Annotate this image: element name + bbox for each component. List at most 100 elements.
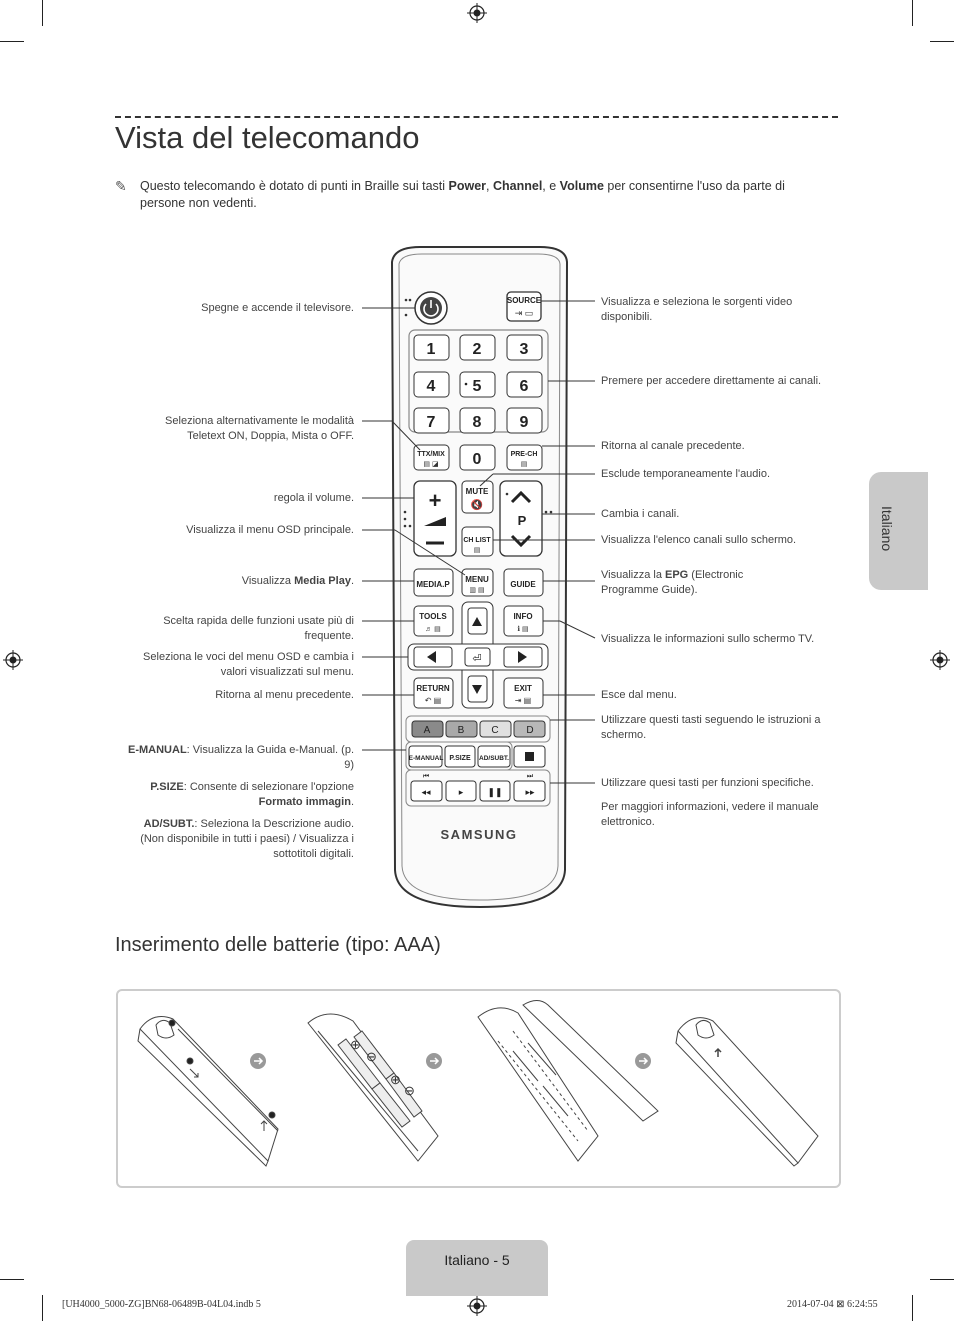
pencil-note-icon: ✎ — [115, 178, 127, 194]
label-source: Visualizza e seleziona le sorgenti video… — [601, 296, 793, 323]
language-side-tab: Italiano — [869, 472, 928, 590]
digit-9-button[interactable]: 9 — [520, 414, 529, 431]
color-c-button[interactable]: C — [491, 725, 498, 736]
battery-insertion-steps: ⊕ ⊖ ⊕ ⊖ — [137, 1000, 819, 1167]
ad-subt-button[interactable]: AD/SUBT. — [479, 755, 509, 762]
rewind-icon[interactable]: ◂◂ — [421, 787, 431, 797]
battery-illustration-box — [116, 989, 841, 1188]
label-media-buttons: Utilizzare quesi tasti per funzioni spec… — [601, 777, 814, 789]
media-p-button[interactable]: MEDIA.P — [416, 580, 450, 589]
label-pre-ch: Ritorna al canale precedente. — [601, 440, 745, 452]
label-power: Spegne e accende il televisore. — [201, 302, 354, 314]
crop-mark — [42, 1295, 43, 1321]
channel-up-icon — [510, 490, 532, 504]
channel-button[interactable]: P — [518, 513, 527, 528]
fast-forward-icon[interactable]: ▸▸ — [525, 787, 535, 797]
crop-mark — [930, 41, 954, 42]
info-button[interactable]: INFO — [513, 612, 532, 621]
page-number-tab: Italiano - 5 — [406, 1240, 548, 1296]
channel-down-icon — [510, 534, 532, 548]
source-input-icon: ⇥ ▭ — [515, 308, 534, 318]
ch-list-button[interactable]: CH LIST — [463, 537, 491, 544]
digit-4-button[interactable]: 4 — [427, 378, 436, 395]
p-size-button[interactable]: P.SIZE — [449, 755, 471, 762]
label-color-buttons: Utilizzare questi tasti seguendo le istr… — [601, 714, 821, 741]
label-tools: Scelta rapida delle funzioni usate più d… — [163, 615, 354, 642]
play-icon[interactable]: ▸ — [459, 787, 464, 797]
print-date-info: 2014-07-04 ⊠ 6:24:55 — [787, 1299, 878, 1310]
color-d-button[interactable]: D — [526, 725, 533, 736]
battery-minus-label: ⊖ — [404, 1083, 415, 1098]
color-b-button[interactable]: B — [458, 725, 465, 736]
color-a-button[interactable]: A — [424, 725, 431, 736]
label-numbers: Premere per accedere direttamente ai can… — [601, 375, 822, 387]
guide-button[interactable]: GUIDE — [510, 580, 536, 589]
arrow-up-icon[interactable] — [472, 617, 482, 626]
digit-3-button[interactable]: 3 — [520, 341, 529, 358]
label-media-play: Visualizza Media Play. — [241, 575, 354, 587]
label-ch-list: Visualizza l'elenco canali sullo schermo… — [601, 534, 797, 546]
e-manual-button[interactable]: E-MANUAL — [409, 755, 444, 762]
label-exit: Esce dal menu. — [601, 689, 677, 701]
print-file-info: [UH4000_5000-ZG]BN68-06489B-04L04.indb 5 — [62, 1299, 261, 1310]
teletext-icon: ▤ — [521, 461, 528, 468]
volume-ramp-icon — [424, 517, 446, 526]
volume-up-icon: + — [429, 488, 442, 513]
label-info: Visualizza le informazioni sullo schermo… — [601, 633, 815, 645]
skip-forward-icon: ⏭ — [527, 773, 534, 780]
battery-minus-label: ⊖ — [366, 1049, 377, 1064]
exit-button[interactable]: EXIT — [514, 684, 532, 693]
exit-icon: ⇥ ▤ — [515, 696, 531, 705]
step-2-insert-batteries-illustration — [307, 1013, 439, 1162]
mute-button[interactable]: MUTE — [466, 487, 489, 496]
label-mute: Esclude temporaneamente l'audio. — [601, 468, 771, 480]
label-ad-subt: AD/SUBT.: Seleziona la Descrizione audio… — [140, 818, 354, 860]
pause-icon[interactable]: ❚❚ — [487, 787, 502, 798]
label-e-manual: E-MANUAL: Visualizza la Guida e-Manual. … — [128, 744, 354, 771]
arrow-down-icon[interactable] — [472, 685, 482, 694]
return-button[interactable]: RETURN — [416, 684, 450, 693]
digit-7-button[interactable]: 7 — [427, 414, 436, 431]
digit-2-button[interactable]: 2 — [473, 341, 482, 358]
label-e-manual-reference: Per maggiori informazioni, vedere il man… — [601, 801, 819, 828]
skip-back-icon: ⏮ — [423, 773, 429, 780]
menu-button[interactable]: MENU — [465, 575, 489, 584]
crop-mark — [912, 1295, 913, 1321]
digit-8-button[interactable]: 8 — [473, 414, 482, 431]
page-title: Vista del telecomando — [115, 120, 420, 155]
note-text: Questo telecomando è dotato di punti in … — [140, 179, 785, 210]
side-tab-label: Italiano — [879, 506, 895, 552]
digit-6-button[interactable]: 6 — [520, 378, 529, 395]
arrow-left-icon[interactable] — [427, 651, 436, 663]
digit-1-button[interactable]: 1 — [427, 341, 436, 358]
teletext-icon: ▤ ◪ — [423, 461, 438, 468]
registration-mark-icon — [467, 3, 487, 23]
braille-note: ✎ Questo telecomando è dotato di punti i… — [115, 178, 815, 212]
label-menu: Visualizza il menu OSD principale. — [186, 524, 354, 536]
label-navigation: Seleziona le voci del menu OSD e cambia … — [143, 651, 354, 678]
step-4-closed-remote-illustration — [675, 1017, 819, 1167]
battery-section-title: Inserimento delle batterie (tipo: AAA) — [115, 934, 441, 956]
list-icon: ▤ — [474, 547, 481, 554]
digit-5-button[interactable]: 5 — [473, 378, 482, 395]
step-3-close-cover-illustration — [477, 1000, 659, 1162]
enter-icon[interactable]: ⏎ — [472, 653, 481, 665]
crop-mark — [42, 0, 43, 26]
pre-ch-button[interactable]: PRE-CH — [511, 451, 538, 458]
registration-mark-icon — [3, 650, 23, 670]
crop-mark — [0, 1279, 24, 1280]
arrow-right-icon[interactable] — [518, 651, 527, 663]
label-p-size: P.SIZE: Consente di selezionare l'opzion… — [150, 781, 354, 808]
leader-lines — [362, 300, 596, 784]
step-1-remove-cover-illustration — [137, 1016, 279, 1167]
label-volume: regola il volume. — [273, 492, 354, 504]
registration-mark-icon — [467, 1296, 487, 1316]
stop-icon[interactable] — [525, 752, 534, 761]
digit-0-button[interactable]: 0 — [473, 451, 482, 468]
source-button[interactable]: SOURCE — [507, 296, 542, 305]
remote-control-diagram: SOURCE ⇥ ▭ 1 2 3 4 5 6 7 8 9 0 TTX/MIX ▤… — [390, 246, 569, 909]
ttx-mix-button[interactable]: TTX/MIX — [417, 451, 445, 458]
registration-mark-icon — [930, 650, 950, 670]
speaker-mute-icon: 🔇 — [471, 498, 483, 511]
tools-button[interactable]: TOOLS — [419, 612, 447, 621]
